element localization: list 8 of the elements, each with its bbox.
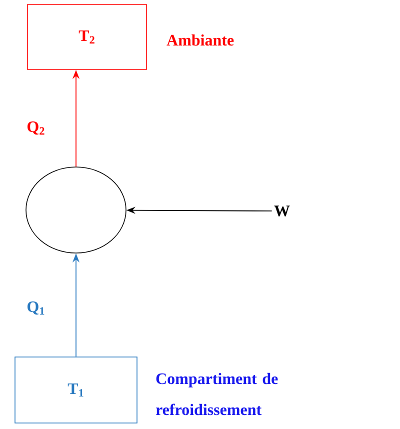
node-caption: Ambiante	[166, 34, 234, 46]
box: T$_{1}$	[14, 356, 138, 424]
text-label: W	[274, 206, 290, 216]
edge-label: Q$_{2}$	[28, 121, 44, 135]
edge-label: Q$_{1}$	[28, 301, 44, 315]
node-caption: Compartiment de refroidissement	[156, 372, 278, 416]
circle	[26, 166, 126, 254]
box: T$_{2}$	[27, 4, 147, 70]
